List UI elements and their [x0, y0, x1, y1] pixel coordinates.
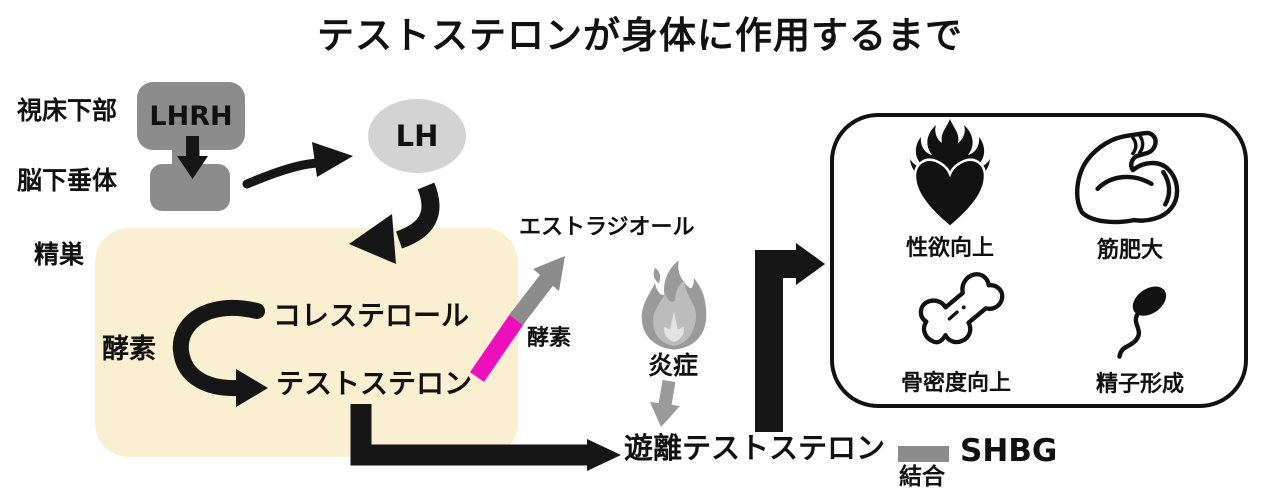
diagram-title: テストステロンが身体に作用するまで	[317, 14, 963, 57]
aromatase-arrowhead	[533, 256, 565, 291]
pituitary-box	[150, 164, 230, 211]
shbg-label: SHBG	[960, 433, 1058, 469]
free-to-effects-arrow	[755, 250, 798, 432]
bicep-icon	[1075, 130, 1180, 225]
pituitary-to-lh-arrow	[242, 158, 331, 189]
lhrh-label: LHRH	[149, 100, 233, 132]
free-testosterone-label: 遊離テストステロン	[624, 431, 886, 465]
flaming-heart-icon	[910, 119, 990, 229]
sperm-icon	[1117, 286, 1167, 359]
testis-box	[95, 228, 518, 457]
pituitary-label: 脳下垂体	[17, 166, 118, 195]
inflammation-arrow	[658, 379, 676, 407]
aromatase-enzyme-label: 酵素	[527, 326, 572, 351]
shbg-binding-bar	[898, 446, 949, 462]
pituitary-to-lh-arrowhead	[312, 142, 353, 177]
effect-label-sperm: 精子形成	[1095, 372, 1185, 397]
free-to-effects-arrowhead	[796, 243, 825, 285]
inflammation-arrowhead	[650, 402, 680, 427]
lh-label: LH	[395, 119, 439, 153]
inflammation-label: 炎症	[648, 351, 699, 380]
effects-box	[830, 113, 1248, 408]
flame-icon	[641, 260, 707, 350]
effect-label-libido: 性欲向上	[905, 236, 995, 261]
effect-label-bone-density: 骨密度向上	[900, 371, 1012, 396]
testis-label: 精巣	[34, 240, 85, 269]
enzyme-label: 酵素	[102, 334, 156, 365]
aromatase-arrow-gray	[509, 271, 556, 326]
testosterone-to-free-arrowhead	[587, 439, 621, 471]
shbg-binding-label: 結合	[899, 464, 945, 490]
effect-label-muscle: 筋肥大	[1096, 238, 1164, 263]
cholesterol-label: コレステロール	[273, 299, 470, 332]
bone-icon	[918, 272, 1005, 345]
estradiol-label: エストラジオール	[519, 215, 695, 240]
lhrh-box: LHRH	[137, 82, 245, 150]
hypothalamus-label: 視床下部	[17, 96, 118, 125]
lh-ellipse: LH	[368, 99, 466, 173]
testosterone-label: テストステロン	[276, 367, 473, 400]
